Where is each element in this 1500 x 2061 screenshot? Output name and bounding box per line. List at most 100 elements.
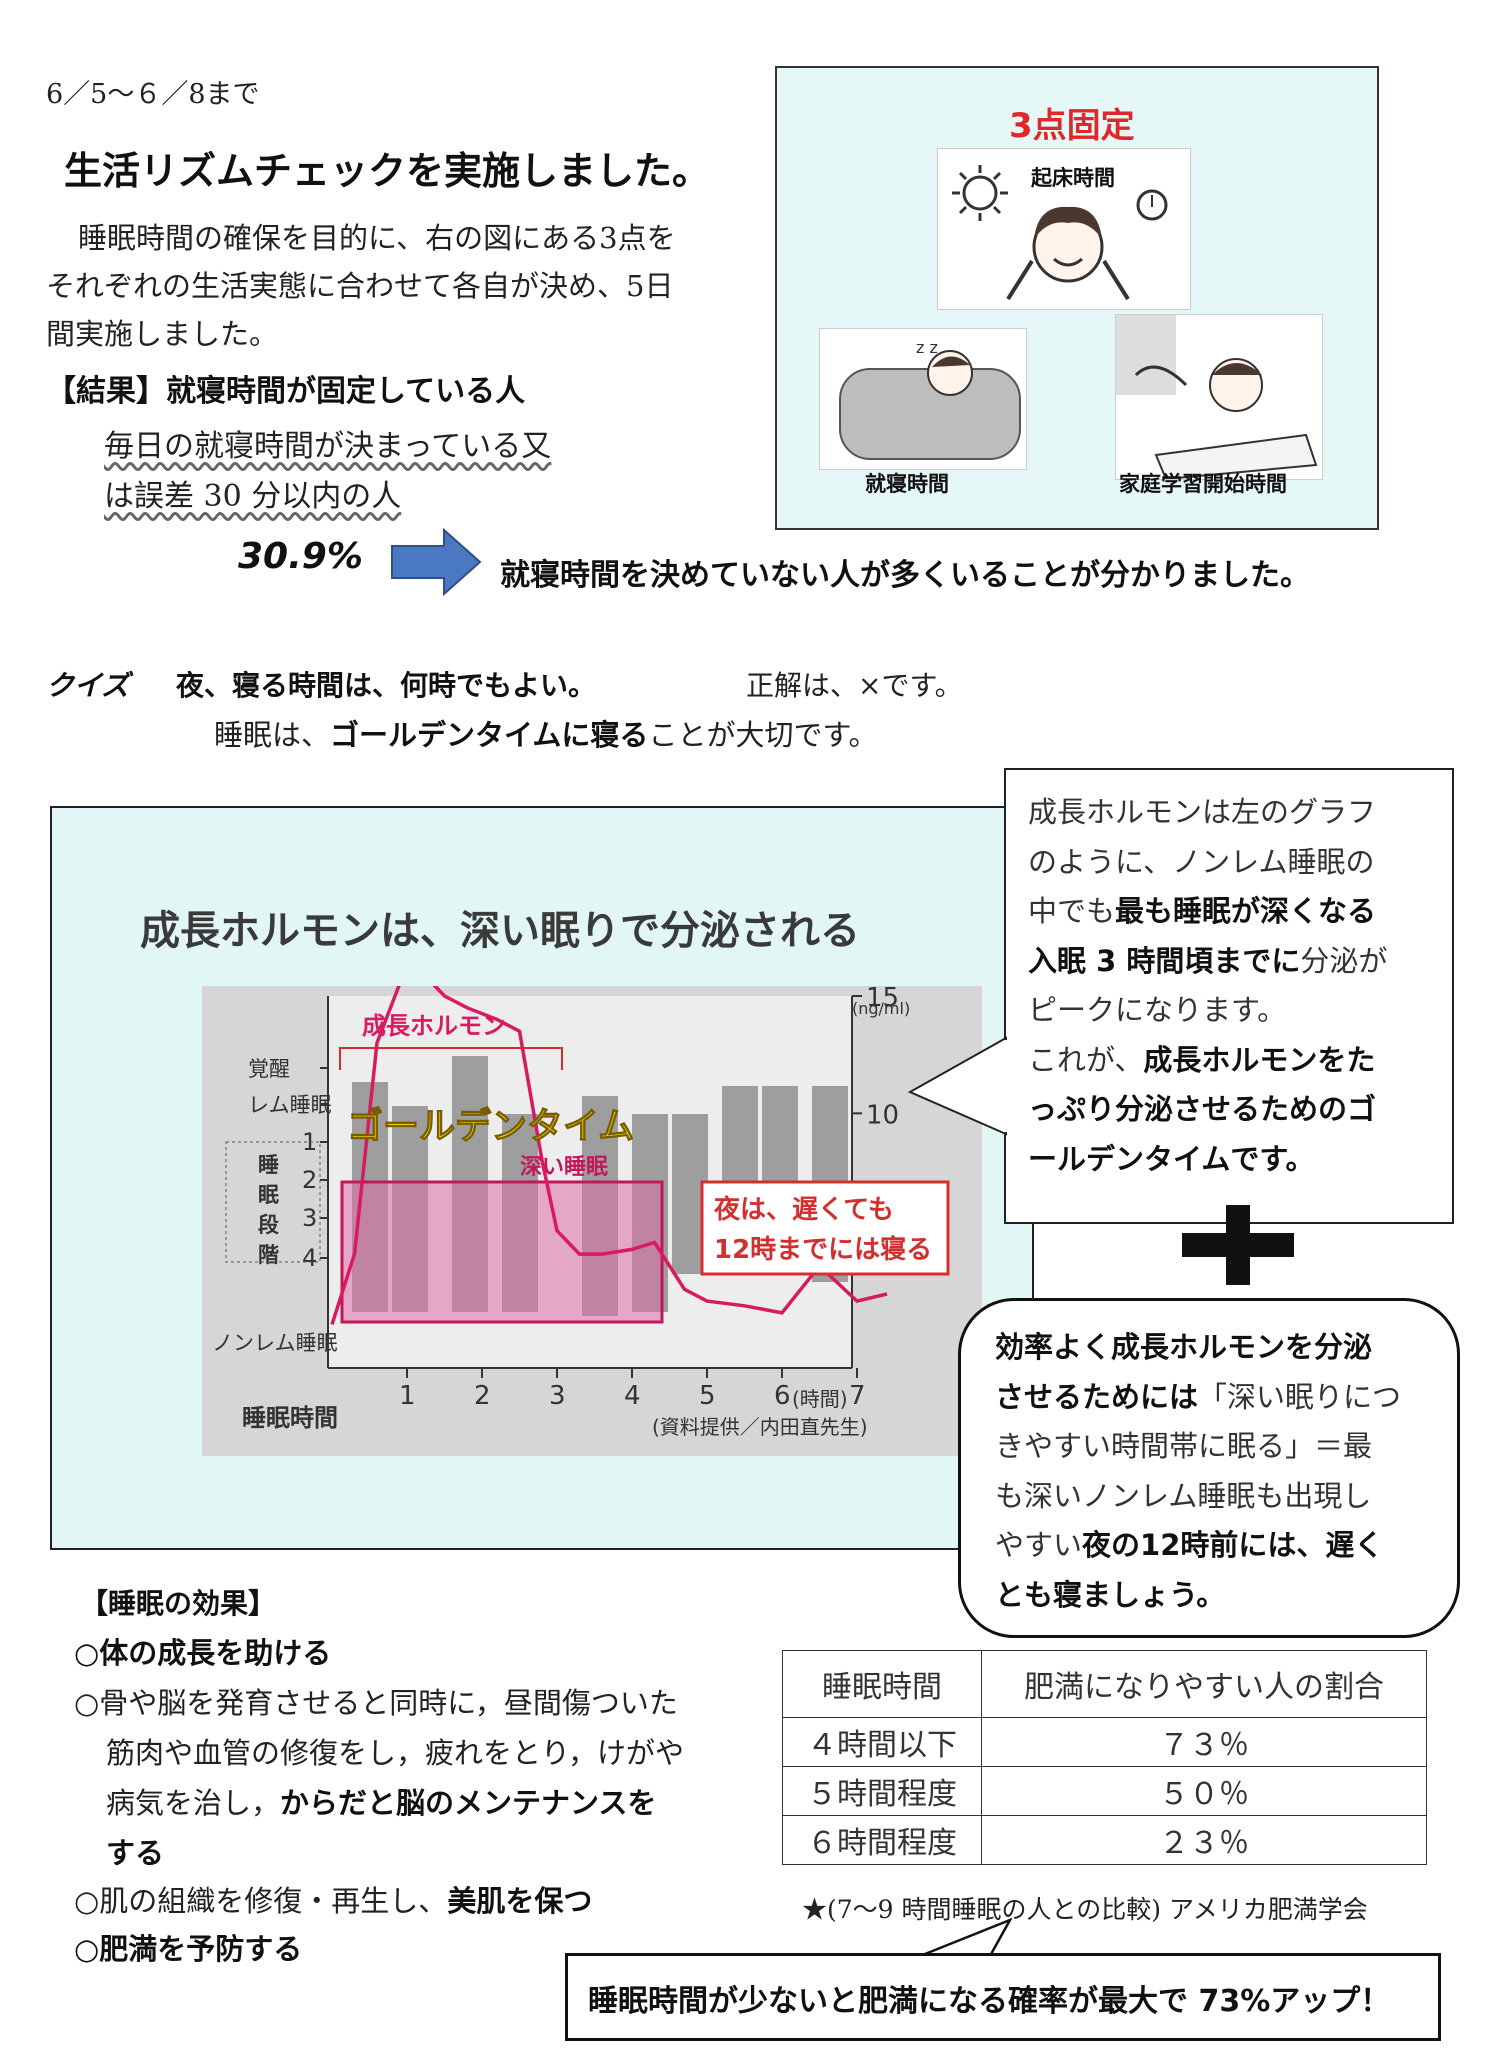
callout-line-pre: 中でも bbox=[1028, 894, 1116, 928]
growth-hormone-line bbox=[330, 986, 888, 1326]
table-cell: ７３％ bbox=[981, 1717, 1427, 1767]
x-axis-label: 睡眠時間 bbox=[242, 1404, 338, 1432]
date-range: 6／5～６／8まで bbox=[46, 79, 260, 110]
callout-line: これが、成長ホルモンをた bbox=[1028, 1036, 1387, 1086]
definition-line: は誤差 30 分以内の人 bbox=[104, 479, 402, 514]
y-left-label: 覚醒 bbox=[248, 1057, 290, 1081]
y-left-group-char: 階 bbox=[258, 1243, 279, 1267]
callout-line-pre: も深いノンレム睡眠も出現し bbox=[995, 1478, 1372, 1513]
callout-line-bold: 入眠 3 時間頃までに bbox=[1028, 943, 1301, 978]
table-header: 肥満になりやすい人の割合 bbox=[981, 1650, 1427, 1718]
golden-time-label: ゴールデンタイム bbox=[347, 1105, 634, 1147]
effect-line-pre: 病気を治し， bbox=[106, 1786, 281, 1820]
quiz-note-bold: ゴールデンタイムに寝る bbox=[330, 718, 649, 752]
x-tick-label: 6 bbox=[774, 1381, 791, 1411]
x-unit-label: (時間) bbox=[792, 1387, 848, 1411]
conclusion-text: 就寝時間を決めていない人が多くいることが分かりました。 bbox=[500, 558, 1310, 593]
bedtime-label: 就寝時間 bbox=[865, 472, 949, 496]
final-message: 睡眠時間が少ないと肥満になる確率が最大で 73%アップ！ bbox=[588, 1984, 1391, 2019]
result-label: 【結果】就寝時間が固定している人 bbox=[46, 374, 526, 409]
x-tick-label: 5 bbox=[699, 1381, 716, 1411]
callout-line: 入眠 3 時間頃までに分泌が bbox=[1028, 937, 1387, 987]
night-note-line: 夜は、遅くても bbox=[713, 1194, 894, 1225]
table-row: ６時間程度 ２３％ bbox=[782, 1815, 1427, 1865]
effect-line-bold: からだと脳のメンテナンスを bbox=[280, 1786, 657, 1820]
callout-pointer bbox=[908, 1036, 1008, 1136]
studying-child-icon bbox=[1116, 315, 1318, 481]
golden-time-bracket bbox=[339, 1047, 563, 1070]
callout-line: のように、ノンレム睡眠の bbox=[1028, 838, 1387, 888]
callout-line: とも寝ましょう。 bbox=[995, 1571, 1401, 1621]
stage-group-bracket bbox=[225, 1141, 321, 1263]
table-row: ５時間程度 ５０％ bbox=[782, 1766, 1427, 1816]
callout-line: ールデンタイムです。 bbox=[1028, 1135, 1387, 1185]
callout-line: させるためには「深い眠りにつ bbox=[995, 1373, 1401, 1423]
callout-line-pre: のように、ノンレム睡眠の bbox=[1028, 844, 1375, 879]
efficiency-callout: 効率よく成長ホルモンを分泌させるためには「深い眠りにつきやすい時間帯に眠る」＝最… bbox=[958, 1298, 1460, 1638]
plus-icon bbox=[1182, 1205, 1294, 1285]
three-point-illustration: 3点固定 起床時間 z z 就寝時間 bbox=[775, 66, 1379, 530]
y-left-label: 4 bbox=[302, 1244, 317, 1272]
table-cell: ５時間程度 bbox=[782, 1766, 982, 1816]
arrow-right-icon bbox=[391, 528, 482, 596]
callout-line-bold: とも寝ましょう。 bbox=[995, 1577, 1226, 1612]
page-title: 生活リズムチェックを実施しました。 bbox=[64, 149, 711, 193]
x-tick-label: 2 bbox=[474, 1381, 491, 1411]
effect-line-pre: ○肌の組織を修復・再生し、 bbox=[74, 1884, 448, 1918]
effect-line: 病気を治し，からだと脳のメンテナンスを bbox=[74, 1778, 684, 1828]
quiz-label: クイズ bbox=[46, 669, 130, 702]
effect-item: ○骨や脳を発育させると同時に，昼間傷ついた 筋肉や血管の修復をし，疲れをとり，け… bbox=[74, 1678, 684, 1878]
effect-line: ○骨や脳を発育させると同時に，昼間傷ついた bbox=[74, 1686, 678, 1720]
intro-line: それぞれの生活実態に合わせて各自が決め、5日 bbox=[46, 269, 674, 303]
y-left-label: レム睡眠 bbox=[248, 1093, 332, 1117]
callout-line: ピークになります。 bbox=[1028, 986, 1387, 1036]
effects-heading: 【睡眠の効果】 bbox=[80, 1587, 277, 1620]
callout-line-bold: 成長ホルモンをた bbox=[1143, 1042, 1376, 1077]
table-row: ４時間以下 ７３％ bbox=[782, 1717, 1427, 1767]
wake-up-label: 起床時間 bbox=[1031, 166, 1115, 190]
quiz-note-suffix: ことが大切です。 bbox=[648, 718, 878, 752]
effect-line-bold: 美肌を保つ bbox=[447, 1884, 593, 1918]
deep-sleep-label: 深い睡眠 bbox=[520, 1155, 608, 1180]
study-start-label: 家庭学習開始時間 bbox=[1119, 472, 1287, 496]
callout-line: やすい夜の12時前には、遅く bbox=[995, 1521, 1401, 1571]
effect-item: ○体の成長を助ける bbox=[74, 1636, 332, 1670]
obesity-table: 睡眠時間 肥満になりやすい人の割合 ４時間以下 ７３％ ５時間程度 ５０％ ６時… bbox=[782, 1650, 1427, 1865]
callout-line-post: 分泌が bbox=[1300, 943, 1388, 978]
quiz-note-prefix: 睡眠は、 bbox=[214, 718, 331, 752]
callout-line: も深いノンレム睡眠も出現し bbox=[995, 1472, 1401, 1522]
y-left-group-char: 眠 bbox=[258, 1183, 279, 1207]
callout-text: 成長ホルモンは左のグラフのように、ノンレム睡眠の中でも最も睡眠が深くなる入眠 3… bbox=[1028, 788, 1387, 1184]
effect-line: 筋肉や血管の修復をし，疲れをとり，けがや bbox=[106, 1736, 684, 1770]
y-left-label: 3 bbox=[302, 1204, 317, 1232]
callout-line-bold: 効率よく成長ホルモンを分泌 bbox=[995, 1330, 1373, 1364]
callout-line-pre: きやすい時間帯に眠る」＝最 bbox=[995, 1429, 1373, 1463]
chart-title: 成長ホルモンは、深い眠りで分泌される bbox=[140, 908, 860, 954]
wake-up-girl-icon bbox=[952, 165, 1168, 301]
result-percentage: 30.9% bbox=[238, 536, 363, 577]
final-callout-pointer bbox=[919, 1918, 1013, 1958]
study-card bbox=[1115, 314, 1323, 481]
intro-line: 睡眠時間の確保を目的に、右の図にある3点を bbox=[78, 221, 676, 255]
y-right-unit: (ng/ml) bbox=[852, 999, 910, 1018]
table-header: 睡眠時間 bbox=[782, 1650, 982, 1718]
callout-line-bold: ールデンタイムです。 bbox=[1028, 1141, 1315, 1176]
quiz-question: 夜、寝る時間は、何時でもよい。 bbox=[176, 669, 597, 702]
x-tick-label: 3 bbox=[549, 1381, 566, 1411]
callout-line-pre: 成長ホルモンは左のグラフ bbox=[1028, 795, 1377, 829]
callout-line: 効率よく成長ホルモンを分泌 bbox=[995, 1323, 1401, 1373]
final-message-box: 睡眠時間が少ないと肥満になる確率が最大で 73%アップ！ bbox=[565, 1953, 1441, 2041]
callout-line-pre: これが、 bbox=[1028, 1042, 1144, 1077]
callout-line-bold: 最も睡眠が深くなる bbox=[1115, 894, 1377, 928]
y-left-group-char: 段 bbox=[258, 1213, 279, 1237]
y-right-tick-label: 10 bbox=[866, 1100, 899, 1130]
effect-line: する bbox=[106, 1836, 165, 1870]
night-note-box bbox=[700, 1180, 950, 1276]
illustration-heading: 3点固定 bbox=[1009, 106, 1135, 146]
table-cell: ４時間以下 bbox=[782, 1717, 982, 1767]
table-note: ★(7～9 時間睡眠の人との比較) アメリカ肥満学会 bbox=[802, 1895, 1368, 1924]
sleeping-child-icon: z z bbox=[839, 338, 1021, 460]
callout-line: 中でも最も睡眠が深くなる bbox=[1028, 887, 1387, 937]
y-left-label: 2 bbox=[302, 1166, 317, 1194]
